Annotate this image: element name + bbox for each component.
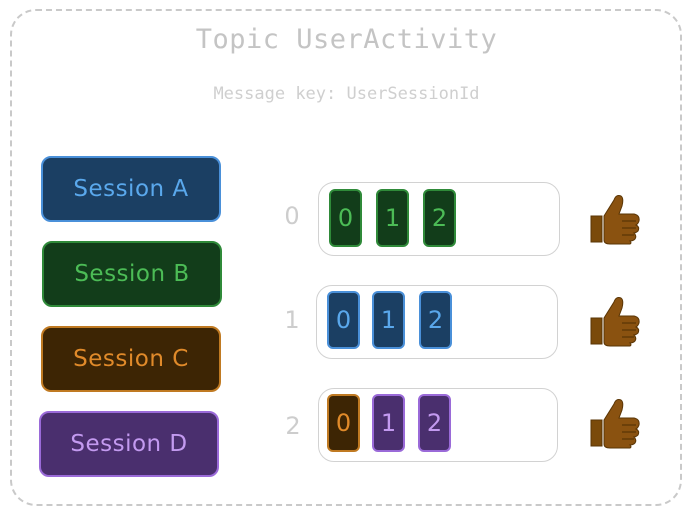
session-c-box: Session C [41,326,221,392]
message-offset: 1 [376,189,409,247]
message-offset: 0 [327,394,360,452]
message-offset: 2 [418,394,451,452]
message-key-subtitle: Message key: UserSessionId [213,84,480,104]
topic-title: Topic UserActivity [195,24,498,55]
partition-number: 2 [285,412,301,440]
thumbs-up-icon [590,399,640,449]
partition-1 [316,285,558,359]
session-b-box: Session B [42,241,222,307]
topic-frame [10,9,682,506]
session-d-box: Session D [39,411,219,477]
partition-0 [318,182,560,256]
message-offset: 2 [419,291,452,349]
partition-number: 1 [284,306,300,334]
thumbs-up-icon [590,297,640,347]
partition-number: 0 [284,202,300,230]
message-offset: 1 [372,394,405,452]
message-offset: 0 [327,291,360,349]
message-offset: 1 [372,291,405,349]
message-offset: 2 [423,189,456,247]
thumbs-up-icon [590,195,640,245]
message-offset: 0 [329,189,362,247]
partition-2 [318,388,558,462]
session-a-box: Session A [41,156,221,222]
